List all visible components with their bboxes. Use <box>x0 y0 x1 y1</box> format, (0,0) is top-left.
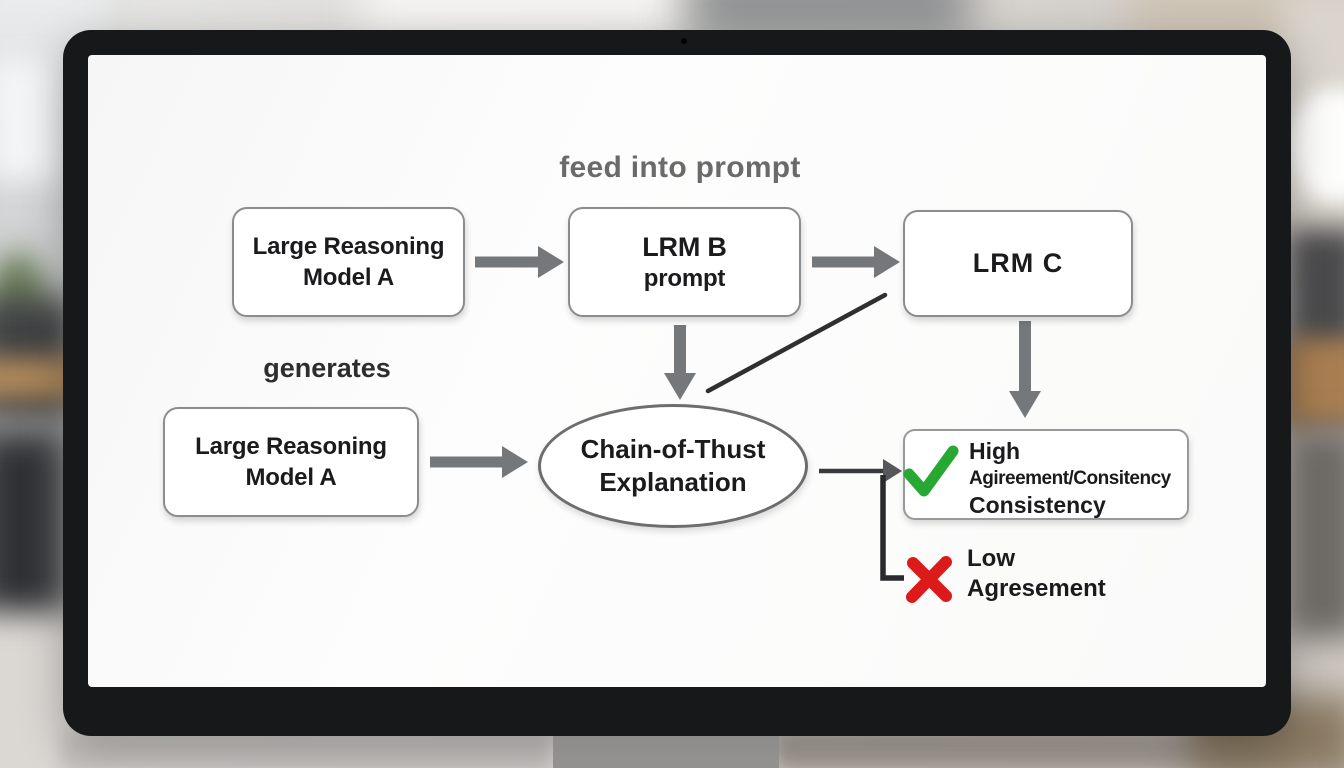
node-lrm-c: LRM C <box>903 210 1133 317</box>
check-icon <box>903 445 959 497</box>
background-desk-front-left <box>60 733 550 768</box>
node-low-agreement: Low Agresement <box>967 544 1106 604</box>
node-large-reasoning-model-a-top: Large Reasoning Model A <box>232 207 465 317</box>
node-label: LRM C <box>972 248 1064 278</box>
arrow-model-a-to-cot <box>430 446 528 478</box>
node-label: LRM B <box>642 231 727 262</box>
monitor-bezel: feed into prompt generates Large Reasoni… <box>63 30 1291 736</box>
background-window-pane <box>0 60 60 180</box>
arrow-lrm-c-to-agreement <box>1009 321 1041 418</box>
arrow-lrm-b-to-cot <box>664 325 696 400</box>
connector-to-low-agreement <box>880 475 904 581</box>
flowchart: feed into prompt generates Large Reasoni… <box>88 55 1266 687</box>
webcam-icon <box>681 38 687 44</box>
node-label: Large Reasoning <box>252 233 445 260</box>
node-sublabel: prompt <box>643 264 726 292</box>
node-lrm-b: LRM B prompt <box>568 207 801 317</box>
arrow-cot-to-high-agreement <box>819 459 902 483</box>
monitor-screen: feed into prompt generates Large Reasoni… <box>88 55 1266 687</box>
node-large-reasoning-model-a-bottom: Large Reasoning Model A <box>163 407 419 517</box>
high-agreement-text: High Agireement/Consitency Consistency <box>969 438 1171 519</box>
cross-icon <box>906 556 952 603</box>
node-chain-of-thought-explanation: Chain-of-Thust Explanation <box>538 404 808 528</box>
node-label: Explanation <box>599 467 747 497</box>
high-agreement-line: High <box>969 438 1021 464</box>
feed-into-prompt-label: feed into prompt <box>559 151 801 184</box>
arrow-lrm-b-to-lrm-c <box>812 246 900 278</box>
background-desk-right <box>1284 338 1344 430</box>
node-label: Model A <box>302 264 395 291</box>
node-high-agreement: High Agireement/Consitency Consistency <box>903 429 1189 520</box>
arrow-model-a-to-lrm-b <box>475 246 564 278</box>
monitor-stand <box>553 735 779 768</box>
generates-label: generates <box>263 353 391 383</box>
high-agreement-line: Agireement/Consitency <box>969 468 1171 489</box>
background-lower-right <box>1288 428 1344 638</box>
line-cot-to-lrm-c <box>705 292 888 394</box>
low-agreement-line: Low <box>967 545 1015 572</box>
node-label: Model A <box>245 464 337 491</box>
low-agreement-line: Agresement <box>967 575 1106 602</box>
high-agreement-line: Consistency <box>969 492 1106 518</box>
node-label: Large Reasoning <box>195 433 387 460</box>
node-label: Chain-of-Thust <box>580 434 766 464</box>
connector-layer <box>430 246 1041 581</box>
